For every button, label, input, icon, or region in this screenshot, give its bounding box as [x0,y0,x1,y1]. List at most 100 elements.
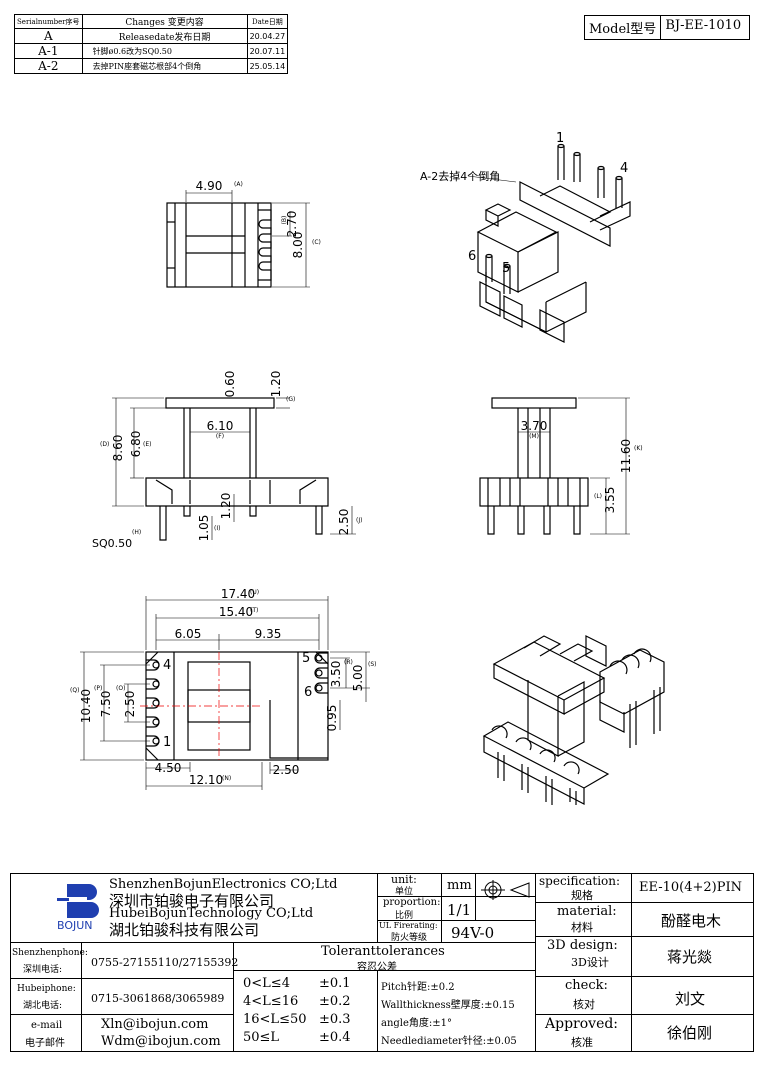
bottom-tag-o: (O) [116,685,125,692]
iso-note: A-2去掉4个倒角 [420,169,500,183]
front-tag-e: (E) [143,441,151,448]
check-label: check: [565,978,608,993]
ul-value: 94V-0 [451,924,495,942]
side-tag-k: (K) [634,445,643,452]
bottom-dim-450: 4.50 [155,761,182,775]
shenzhen-phone: 0755-27155110/27155392 [91,956,239,969]
front-dim-250: 2.50 [337,509,351,536]
front-pin-note: SQ0.50 [92,537,132,550]
rev-date: 25.05.14 [246,58,289,74]
front-dim-120-top: 1.20 [269,371,283,398]
material-value: 酚醛电木 [661,912,722,930]
check-value: 刘文 [675,990,706,1008]
bottom-dim-1540: 15.40 [219,605,253,619]
tolerance-value: ±0.3 [319,1012,351,1027]
top-dim-b: 2.70 [285,211,299,238]
side-view [479,397,630,535]
bottom-pin-1: 1 [163,735,171,750]
bottom-tag-n: (N) [222,775,231,782]
bottom-dim-605: 6.05 [175,627,202,641]
engineering-drawing: 4.90 (A) 2.70 (B) 8.00 (C) 0.60 1.20 (G)… [70,131,665,805]
front-tag-i: (I) [214,525,220,532]
top-tag-a: (A) [234,181,243,188]
material-label-cn: 材料 [571,921,593,934]
tolerance-value: ±0.4 [319,1030,351,1045]
bottom-dim-1740: 17.40 [221,587,255,601]
front-dim-060: 0.60 [223,371,237,398]
email-label-cn: 电子邮件 [25,1038,65,1049]
bottom-dim-500: 5.00 [351,665,365,692]
bottom-dim-250: 2.50 [123,691,137,718]
front-tag-g: (G) [286,396,295,403]
ul-label: UL Firerating: [379,921,438,930]
approved-value: 徐伯刚 [667,1024,713,1042]
iso-view-top [467,143,631,343]
tolerance-value: ±0.1 [319,976,351,991]
hubei-phone: 0715-3061868/3065989 [91,992,225,1005]
front-tag-h: (H) [132,529,141,536]
bottom-dim-1210: 12.10 [189,773,223,787]
tolerance-value: ±0.2 [319,994,351,1009]
top-dim-c: 8.00 [291,232,305,259]
spec-label-cn: 规格 [571,889,593,902]
approved-label-cn: 核准 [571,1036,593,1049]
shenzhen-phone-label-cn: 深圳电话: [23,965,63,975]
material-label: material: [557,904,617,919]
side-tag-l: (L) [594,493,602,500]
email-1: Xln@ibojun.com [101,1017,209,1032]
angle-tolerance: angle角度:±1° [381,1018,453,1029]
front-dim-860: 8.60 [111,435,125,462]
front-tag-f: (F) [216,433,224,440]
bottom-dim-935: 9.35 [255,627,282,641]
side-dim-1160: 11.60 [619,439,633,473]
approved-label: Approved: [545,1016,619,1032]
iso-view-bottom [482,635,665,805]
tolerance-title: Toleranttolerances [321,944,445,959]
proportion-label-cn: 比例 [395,911,414,921]
proportion-value: 1/1 [447,901,472,919]
wall-tolerance: Wallthickness壁厚度:±0.15 [381,1000,515,1011]
spec-value: EE-10(4+2)PIN [639,880,742,895]
front-view [112,397,356,541]
logo-text: BOJUN [57,919,93,932]
tolerance-range: 50≤L [243,1030,280,1045]
email-label: e-mail [31,1020,63,1031]
email-2: Wdm@ibojun.com [101,1034,221,1049]
front-dim-105: 1.05 [197,515,211,542]
tolerance-title-cn: 容忍公差 [357,962,397,973]
revision-table: Serialnumber序号 Changes 变更内容 Date日期 A Rel… [14,14,289,74]
front-tag-d: (D) [100,441,109,448]
front-dim-680: 6.80 [129,431,143,458]
bottom-tag-u: (U) [250,589,259,596]
proportion-label: proportion: [383,897,441,908]
bottom-tag-p: (P) [94,685,102,692]
side-tag-m: (M) [529,433,539,440]
rev-change: 去掉PIN座套磁芯根部4个倒角 [81,58,248,74]
tolerance-range: 16<L≤50 [243,1012,307,1027]
title-block: BOJUN ShenzhenBojunElectronics CO;Ltd 深圳… [10,873,754,1052]
bottom-dim-250b: 2.50 [273,763,300,777]
iso-pin-4: 4 [620,161,628,176]
design-label-cn: 3D设计 [571,956,609,969]
design-label: 3D design: [547,938,618,953]
company-cn-2: 湖北铂骏科技有限公司 [109,921,260,939]
iso-pin-6: 6 [468,249,476,264]
hubei-phone-label-cn: 湖北电话: [23,1001,63,1011]
model-box: Model型号 BJ-EE-1010 [584,15,751,40]
unit-label-cn: 单位 [395,887,414,897]
bottom-tag-s: (S) [368,661,377,668]
company-en-1: ShenzhenBojunElectronics CO;Ltd [109,877,338,892]
bottom-dim-1040: 10.40 [79,689,93,723]
front-dim-120-mid: 1.20 [219,493,233,520]
iso-pin-5: 5 [502,261,510,276]
side-dim-355: 3.55 [603,487,617,514]
spec-label: specification: [539,874,621,888]
check-label-cn: 核对 [573,998,595,1011]
pitch-tolerance: Pitch针距:±0.2 [381,982,455,993]
model-label: Model型号 [589,22,657,37]
front-tag-j: (J) [356,517,362,524]
rev-serial: A-1 [14,43,83,59]
needle-tolerance: Needlediameter针径:±0.05 [381,1036,517,1047]
bottom-tag-q: (Q) [70,687,79,694]
hubei-phone-label: Hubeiphone: [17,984,76,994]
